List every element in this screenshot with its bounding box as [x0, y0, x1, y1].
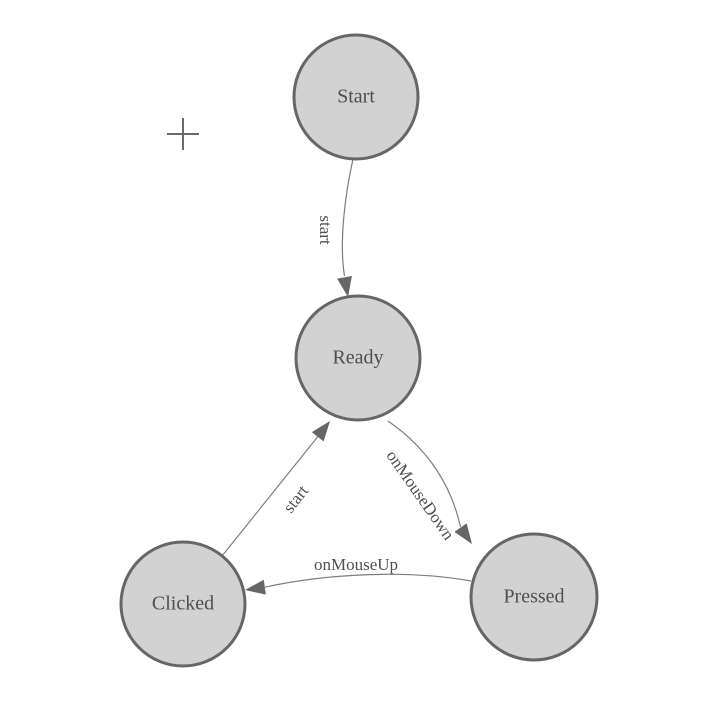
arrowhead-icon [454, 523, 472, 544]
edge-label-start-to-ready: start [316, 215, 335, 245]
state-node-circle[interactable] [469, 532, 599, 662]
edge-line[interactable] [387, 420, 462, 528]
edge-label-ready-to-pressed: onMouseDown [382, 447, 458, 544]
edge-line[interactable] [341, 158, 354, 277]
edge-label-clicked-to-ready: start [279, 481, 312, 516]
arrowhead-icon [245, 579, 266, 595]
state-node-ready[interactable]: Ready [294, 294, 422, 422]
arrowhead-icon [311, 421, 330, 442]
arrowhead-icon [337, 276, 352, 297]
transition-edge-ready-to-pressed[interactable]: onMouseDown [382, 420, 472, 544]
edge-label-pressed-to-clicked: onMouseUp [314, 555, 398, 574]
state-node-label: Ready [332, 347, 383, 369]
state-node-label: Start [337, 86, 375, 108]
state-node-circle[interactable] [294, 294, 422, 422]
state-node-label: Clicked [152, 593, 214, 615]
state-node-circle[interactable] [292, 33, 420, 161]
transition-edge-clicked-to-ready[interactable]: start [221, 421, 330, 557]
edge-line[interactable] [221, 436, 319, 557]
plus-crosshair-icon [167, 118, 199, 150]
state-node-circle[interactable] [119, 540, 247, 668]
state-node-clicked[interactable]: Clicked [119, 540, 247, 668]
edge-line[interactable] [264, 573, 472, 588]
state-node-label: Pressed [503, 586, 564, 608]
state-node-start[interactable]: Start [292, 33, 420, 161]
transition-edge-pressed-to-clicked[interactable]: onMouseUp [245, 555, 472, 595]
state-node-pressed[interactable]: Pressed [469, 532, 599, 662]
transition-edge-start-to-ready[interactable]: start [316, 158, 354, 297]
